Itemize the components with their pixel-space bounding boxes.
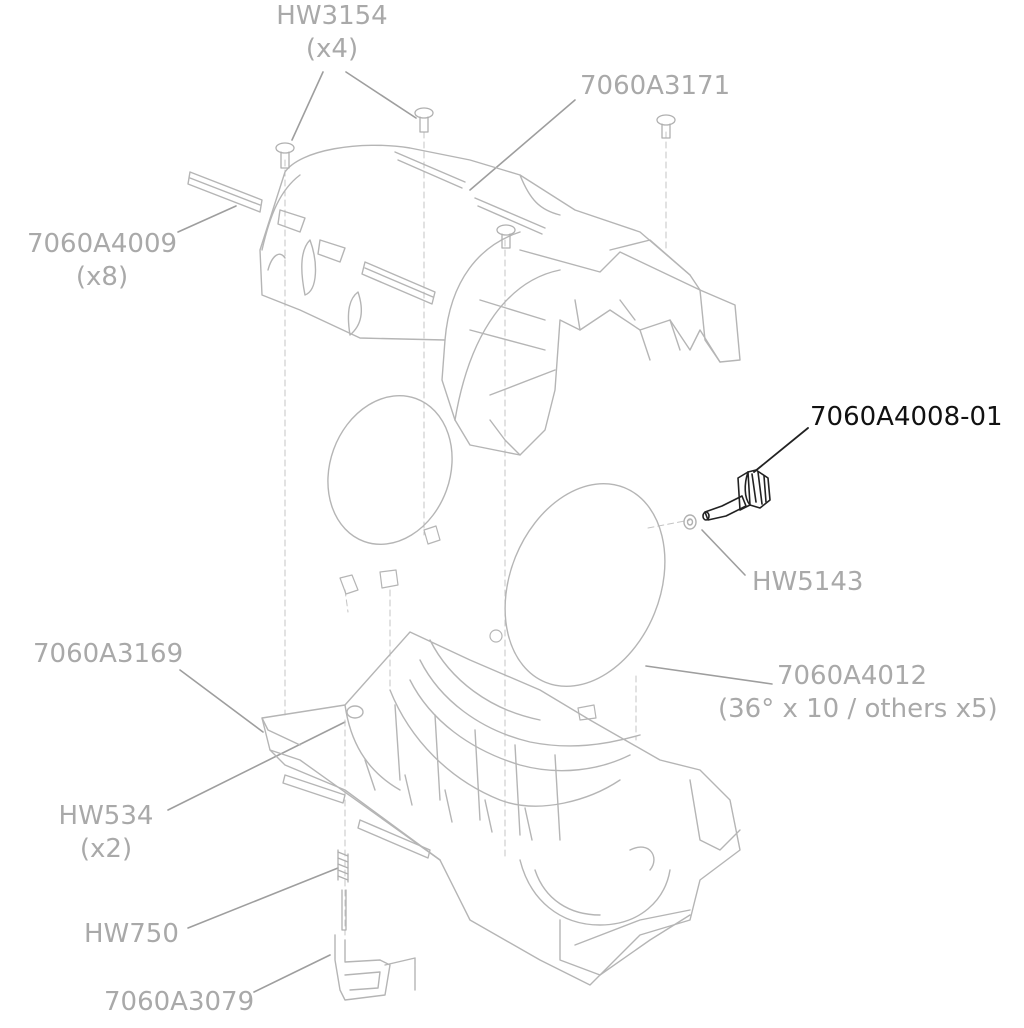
label-7060a4009-part: 7060A4009	[26, 229, 178, 259]
small-clips	[339, 525, 597, 721]
front-lens	[327, 394, 453, 546]
leader-hw5143	[701, 529, 746, 576]
leader-hw750	[187, 867, 339, 929]
label-7060a3171-part: 7060A3171	[580, 71, 731, 101]
latch-7060A3079	[334, 934, 416, 1001]
label-hw534-part: HW534	[58, 801, 154, 831]
label-hw3154: HW3154 (x4)	[262, 0, 402, 66]
guide-rails-7060A4009	[187, 151, 546, 859]
label-7060a4009-qty: (x8)	[75, 262, 129, 292]
washer-HW5143	[683, 514, 697, 530]
leader-7060a4009	[177, 205, 237, 233]
label-hw750: HW750	[84, 918, 179, 951]
label-7060a4008-01: 7060A4008-01	[810, 401, 1003, 434]
spring-HW750	[337, 849, 349, 931]
upper-housing-7060A3171	[259, 144, 741, 456]
lens-discs	[327, 394, 666, 688]
leader-7060a3171	[469, 99, 576, 191]
label-hw534: HW534 (x2)	[50, 800, 162, 866]
label-7060a3169-part: 7060A3169	[33, 639, 184, 669]
label-hw5143-part: HW5143	[752, 567, 864, 597]
leader-7060a3079	[253, 954, 331, 993]
label-7060a4012-part: 7060A4012	[776, 661, 928, 691]
label-7060a3169: 7060A3169	[33, 638, 183, 671]
rear-lens	[504, 482, 666, 688]
leader-hw3154-right	[345, 71, 417, 119]
leader-7060a4008-01	[753, 427, 809, 473]
label-7060a3171: 7060A3171	[580, 70, 730, 103]
label-hw5143: HW5143	[752, 566, 863, 599]
label-7060a4012: 7060A4012 (36° x 10 / others x5)	[718, 660, 998, 726]
label-hw750-part: HW750	[84, 919, 179, 949]
label-7060a4012-qty: (36° x 10 / others x5)	[718, 694, 998, 724]
label-hw534-qty: (x2)	[79, 834, 133, 864]
lower-housing-7060A3169	[261, 631, 741, 986]
leader-7060a3169	[179, 669, 264, 733]
label-hw3154-part: HW3154	[276, 1, 388, 31]
pinion-gear-7060A4008-01	[702, 469, 771, 521]
leader-hw3154-left	[291, 71, 324, 141]
label-7060a4009: 7060A4009 (x8)	[24, 228, 180, 294]
screws-HW3154	[275, 107, 676, 249]
leader-7060a4012	[645, 665, 773, 685]
leader-hw534	[167, 721, 346, 811]
label-hw3154-qty: (x4)	[305, 34, 359, 64]
label-7060a3079-part: 7060A3079	[104, 987, 255, 1017]
assembly-axes	[284, 131, 691, 936]
label-7060a3079: 7060A3079	[104, 986, 254, 1019]
leader-lines	[167, 71, 773, 993]
label-7060a4008-01-part: 7060A4008-01	[810, 402, 1003, 432]
